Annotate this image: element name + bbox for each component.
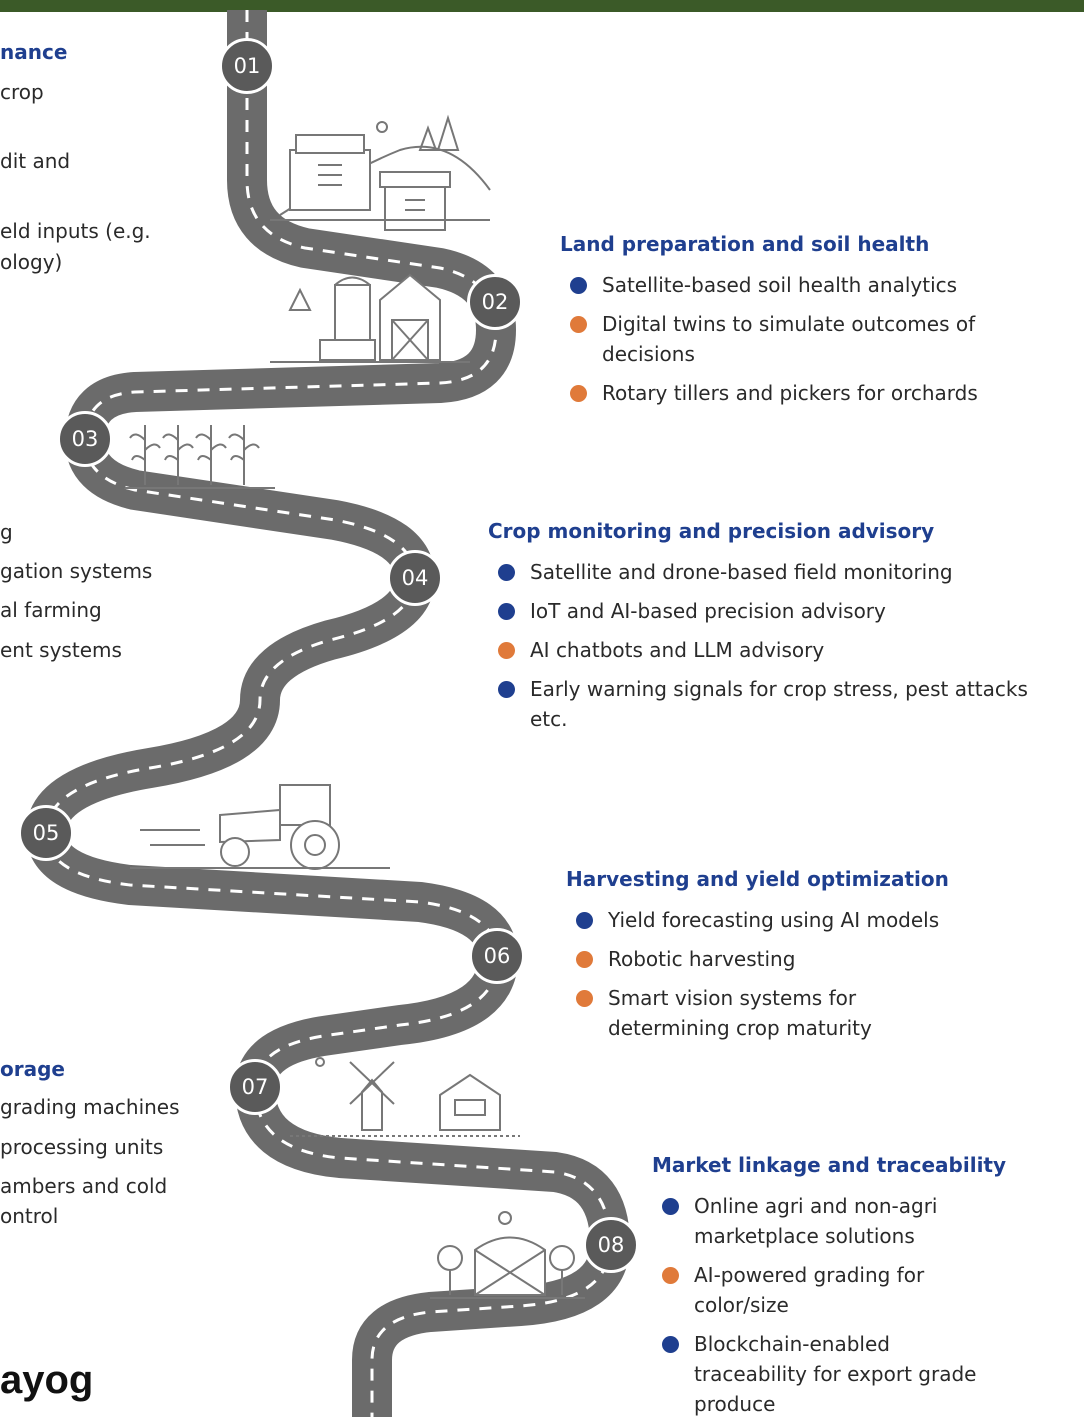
- left-fragment: crop: [0, 80, 44, 104]
- left-fragment-title: nance: [0, 40, 68, 64]
- section-title: Harvesting and yield optimization: [566, 867, 949, 891]
- bullet-list: Yield forecasting using AI models Roboti…: [566, 905, 1066, 1043]
- stage-07-marker: 07: [227, 1059, 283, 1115]
- road-center-line: [44, 10, 612, 1417]
- left-fragment: ent systems: [0, 638, 122, 662]
- stage-02-marker: 02: [467, 274, 523, 330]
- stage-05-marker: 05: [18, 805, 74, 861]
- list-item: IoT and AI-based precision advisory: [488, 596, 1063, 626]
- bullet-list: Online agri and non-agri marketplace sol…: [652, 1191, 1072, 1419]
- barn-illustration: [270, 273, 470, 363]
- list-item: AI chatbots and LLM advisory: [488, 635, 1063, 665]
- stage-03-marker: 03: [57, 411, 113, 467]
- orange-bullet-icon: [662, 1267, 679, 1284]
- section-title: Market linkage and traceability: [652, 1153, 1007, 1177]
- left-fragment: ambers and cold: [0, 1174, 168, 1198]
- orange-bullet-icon: [570, 316, 587, 333]
- list-item: Blockchain-enabled traceability for expo…: [652, 1329, 994, 1419]
- brand-text: ayog: [0, 1358, 94, 1402]
- orange-bullet-icon: [570, 385, 587, 402]
- left-fragment: g: [0, 520, 13, 544]
- stage-01-marker: 01: [219, 38, 275, 94]
- blue-bullet-icon: [570, 277, 587, 294]
- crops-illustration: [125, 425, 275, 489]
- bullet-list: Satellite and drone-based field monitori…: [488, 557, 1063, 734]
- list-item: AI-powered grading for color/size: [652, 1260, 994, 1320]
- left-fragment: al farming: [0, 598, 102, 622]
- left-fragment: ontrol: [0, 1204, 59, 1228]
- orange-bullet-icon: [576, 990, 593, 1007]
- left-fragment: processing units: [0, 1135, 164, 1159]
- list-item: Early warning signals for crop stress, p…: [488, 674, 1035, 734]
- market-illustration: [430, 1211, 585, 1299]
- windmill-illustration: [290, 1057, 520, 1137]
- stage-06-marker: 06: [469, 928, 525, 984]
- stage-08-marker: 08: [583, 1217, 639, 1273]
- blue-bullet-icon: [662, 1336, 679, 1353]
- orange-bullet-icon: [498, 642, 515, 659]
- section-market-linkage: Market linkage and traceability Online a…: [652, 1153, 1072, 1428]
- list-item: Online agri and non-agri marketplace sol…: [652, 1191, 1024, 1251]
- blue-bullet-icon: [576, 912, 593, 929]
- tractor-illustration: [130, 784, 390, 870]
- section-title: Land preparation and soil health: [560, 232, 930, 256]
- blue-bullet-icon: [498, 603, 515, 620]
- list-item: Rotary tillers and pickers for orchards: [560, 378, 1070, 408]
- blue-bullet-icon: [498, 681, 515, 698]
- left-fragment: eld inputs (e.g.: [0, 219, 151, 243]
- orange-bullet-icon: [576, 951, 593, 968]
- section-title: Crop monitoring and precision advisory: [488, 519, 935, 543]
- top-banner-bar: [0, 0, 1084, 12]
- blue-bullet-icon: [498, 564, 515, 581]
- list-item: Digital twins to simulate outcomes of de…: [560, 309, 1022, 369]
- stage-04-marker: 04: [387, 550, 443, 606]
- left-fragment: gation systems: [0, 559, 153, 583]
- list-item: Satellite and drone-based field monitori…: [488, 557, 1063, 587]
- left-fragment: grading machines: [0, 1095, 180, 1119]
- list-item: Satellite-based soil health analytics: [560, 270, 1070, 300]
- section-land-preparation: Land preparation and soil health Satelli…: [560, 232, 1070, 417]
- list-item: Smart vision systems for determining cro…: [566, 983, 958, 1043]
- section-crop-monitoring: Crop monitoring and precision advisory S…: [488, 519, 1063, 743]
- left-fragment: dit and: [0, 149, 71, 173]
- blue-bullet-icon: [662, 1198, 679, 1215]
- warehouse-illustration: [270, 114, 491, 231]
- left-fragment-title: orage: [0, 1057, 65, 1081]
- left-fragment: ology): [0, 250, 63, 274]
- list-item: Yield forecasting using AI models: [566, 905, 1066, 935]
- list-item: Robotic harvesting: [566, 944, 1066, 974]
- section-harvesting: Harvesting and yield optimization Yield …: [566, 867, 1066, 1052]
- bullet-list: Satellite-based soil health analytics Di…: [560, 270, 1070, 408]
